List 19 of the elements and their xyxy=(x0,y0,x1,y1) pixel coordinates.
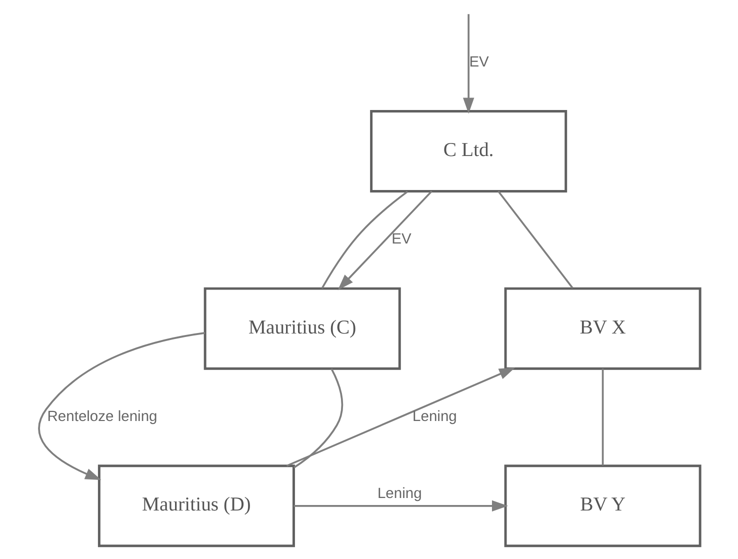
arrow xyxy=(38,332,205,480)
arrow xyxy=(337,190,432,290)
node-box: BV X xyxy=(504,287,701,370)
connector xyxy=(497,190,573,289)
edge-label: Lening xyxy=(412,409,456,426)
node-box: Mauritius (C) xyxy=(203,287,400,370)
node-box: BV Y xyxy=(504,464,701,548)
connector xyxy=(601,368,604,466)
arrow xyxy=(286,368,515,467)
node-box: C Ltd. xyxy=(370,110,567,193)
edge-label: EV xyxy=(468,54,488,70)
connector xyxy=(320,190,408,289)
edge-label: Renteloze lening xyxy=(46,409,157,426)
arrow xyxy=(462,14,474,114)
node-box: Mauritius (D) xyxy=(97,464,294,548)
edge-label: EV xyxy=(391,232,411,248)
arrow xyxy=(293,500,508,512)
connector xyxy=(293,368,343,468)
edge-label: Lening xyxy=(376,486,422,502)
